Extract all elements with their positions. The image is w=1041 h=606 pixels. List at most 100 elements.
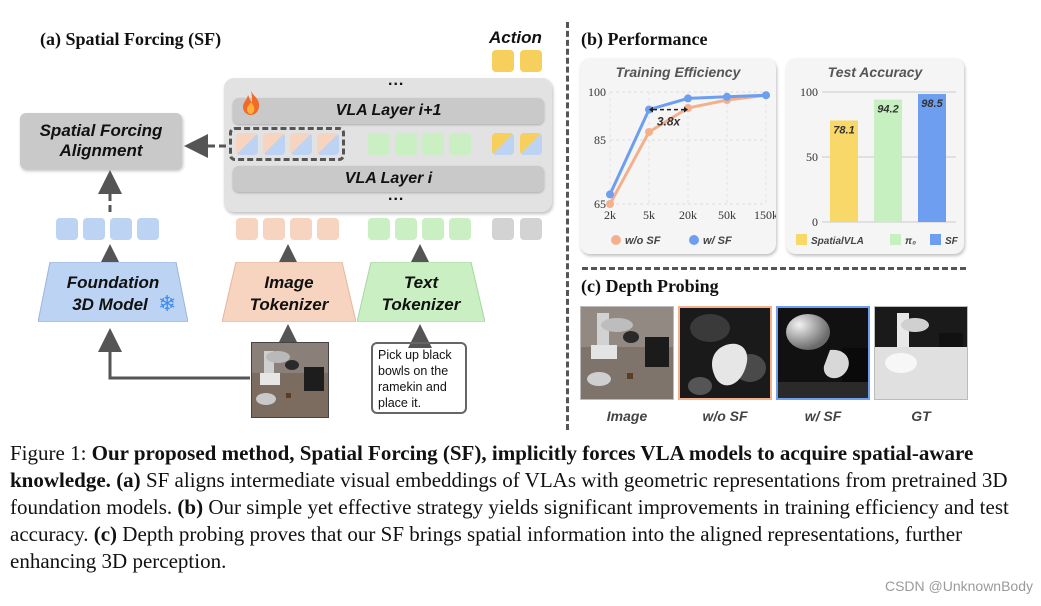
action-label: Action bbox=[489, 28, 542, 47]
bar bbox=[830, 120, 858, 222]
probe-label-image: Image bbox=[606, 408, 648, 424]
aligned-token-group bbox=[229, 127, 345, 161]
legend-marker bbox=[796, 234, 807, 245]
text-token bbox=[449, 218, 471, 240]
foundation-3d-model: Foundation 3D Model bbox=[38, 272, 188, 316]
vertical-divider bbox=[566, 22, 569, 430]
text-token bbox=[368, 133, 390, 155]
caption-c-tag: (c) bbox=[93, 522, 118, 546]
y-tick-label: 100 bbox=[588, 85, 606, 99]
data-point bbox=[645, 128, 653, 136]
dots-bottom: ... bbox=[388, 187, 405, 204]
empty-token bbox=[492, 218, 514, 240]
spatial-token bbox=[137, 218, 159, 240]
bar-value-label: 94.2 bbox=[877, 104, 898, 116]
empty-token bbox=[520, 218, 542, 240]
legend-label: w/o SF bbox=[625, 235, 661, 247]
foundation-label-2: 3D Model bbox=[72, 295, 148, 314]
visual-token bbox=[236, 133, 258, 155]
legend-label: π₀ bbox=[905, 236, 916, 247]
action-query-token bbox=[492, 133, 514, 155]
spatial-token bbox=[83, 218, 105, 240]
caption-b-text: Our simple yet effective strategy yields… bbox=[10, 495, 1009, 546]
spatial-token bbox=[110, 218, 132, 240]
figure-caption: Figure 1: Our proposed method, Spatial F… bbox=[10, 440, 1010, 575]
x-tick-label: 150k bbox=[754, 208, 776, 222]
dots-top: ... bbox=[388, 72, 405, 89]
bar-value-label: 98.5 bbox=[921, 98, 943, 110]
bar bbox=[874, 99, 902, 222]
data-point bbox=[606, 200, 614, 208]
caption-bold-title: Our proposed method, Spatial Forcing (SF… bbox=[10, 441, 974, 492]
y-tick-label: 100 bbox=[800, 85, 818, 99]
legend-marker bbox=[611, 235, 621, 245]
probe-image bbox=[580, 306, 674, 400]
y-tick-label: 0 bbox=[812, 215, 818, 229]
data-point bbox=[723, 92, 731, 101]
panel-b-title: (b) Performance bbox=[581, 29, 708, 49]
vla-layer-bottom: VLA Layer i bbox=[233, 166, 544, 192]
action-token bbox=[492, 50, 514, 72]
text-tokenizer-label-1: Text bbox=[403, 273, 439, 292]
visual-token bbox=[290, 133, 312, 155]
text-token bbox=[395, 218, 417, 240]
caption-a-text: SF aligns intermediate visual embeddings… bbox=[10, 468, 1008, 519]
horizontal-divider bbox=[582, 267, 966, 270]
caption-b-tag: (b) bbox=[177, 495, 204, 519]
image-token bbox=[290, 218, 312, 240]
panel-a-title: (a) Spatial Forcing (SF) bbox=[40, 29, 222, 49]
probe-label-with-sf: w/ SF bbox=[804, 408, 842, 424]
caption-a-tag: (a) bbox=[116, 468, 141, 492]
image-token bbox=[263, 218, 285, 240]
x-tick-label: 5k bbox=[643, 208, 655, 222]
legend-label: SF bbox=[945, 236, 959, 247]
instruction-text: Pick up black bowls on the ramekin and p… bbox=[378, 348, 452, 410]
legend-label: w/ SF bbox=[703, 235, 732, 247]
speedup-arrowhead bbox=[649, 106, 653, 113]
legend-marker bbox=[890, 234, 901, 245]
vla-layer-top: VLA Layer i+1 bbox=[233, 98, 544, 124]
spatial-token bbox=[56, 218, 78, 240]
x-tick-label: 2k bbox=[604, 208, 616, 222]
text-token bbox=[422, 218, 444, 240]
alignment-label-2: Alignment bbox=[59, 141, 143, 160]
probe-ground-truth bbox=[874, 306, 968, 400]
text-token bbox=[368, 218, 390, 240]
data-point bbox=[762, 91, 770, 100]
y-tick-label: 85 bbox=[594, 133, 606, 147]
probe-label-without-sf: w/o SF bbox=[702, 408, 748, 424]
text-token bbox=[449, 133, 471, 155]
legend-marker bbox=[689, 235, 699, 245]
text-tokenizer-shape bbox=[357, 262, 485, 322]
foundation-3d-model-shape bbox=[38, 262, 188, 322]
image-tokenizer-label-2: Tokenizer bbox=[249, 295, 329, 314]
image-tokenizer: Image Tokenizer bbox=[222, 272, 356, 316]
text-tokenizer-label-2: Tokenizer bbox=[381, 295, 461, 314]
visual-token bbox=[317, 133, 339, 155]
probe-label-gt: GT bbox=[911, 408, 931, 424]
panel-a-arrows bbox=[98, 134, 432, 380]
text-token bbox=[395, 133, 417, 155]
x-tick-label: 50k bbox=[718, 208, 736, 222]
image-tokenizer-shape bbox=[222, 262, 356, 322]
probe-with-sf bbox=[776, 306, 870, 400]
panel-c-title: (c) Depth Probing bbox=[581, 276, 719, 296]
text-token bbox=[422, 133, 444, 155]
data-point bbox=[684, 94, 692, 103]
image-tokenizer-label-1: Image bbox=[264, 273, 314, 292]
visual-token bbox=[263, 133, 285, 155]
action-query-token bbox=[520, 133, 542, 155]
snowflake-icon: ❄ bbox=[158, 292, 177, 317]
watermark: CSDN @UnknownBody bbox=[884, 578, 1033, 594]
spatial-forcing-alignment-box: Spatial Forcing Alignment bbox=[20, 113, 182, 169]
caption-c-text: Depth probing proves that our SF brings … bbox=[10, 522, 963, 573]
bar-value-label: 78.1 bbox=[833, 124, 854, 136]
y-tick-label: 65 bbox=[594, 197, 606, 211]
alignment-label-1: Spatial Forcing bbox=[39, 121, 163, 140]
speedup-annotation: 3.8x bbox=[657, 115, 682, 129]
legend-label: SpatialVLA bbox=[811, 236, 864, 247]
